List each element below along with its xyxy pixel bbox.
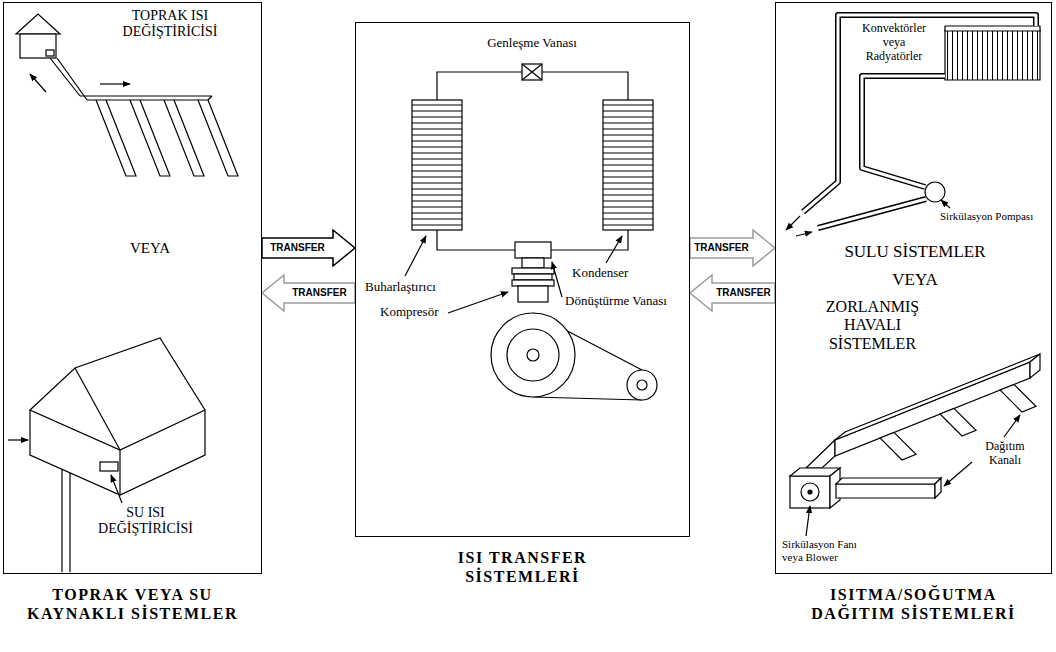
air-duct-drawing	[808, 490, 812, 494]
ground-loop-drawing	[96, 100, 136, 176]
hydronic-drawing	[862, 76, 945, 187]
ground-loop-drawing	[198, 100, 238, 176]
edge-label: TRANSFER	[268, 242, 326, 254]
heat-pump-drawing	[527, 349, 539, 361]
heat-pump-drawing	[637, 380, 647, 390]
transfer-arrow	[690, 275, 775, 311]
heat-pump-drawing	[522, 64, 542, 80]
panel-caption: ISITMA/SOĞUTMA DAĞITIM SİSTEMLERİ	[794, 585, 1034, 623]
heat-pump-drawing	[518, 286, 548, 302]
heat-pump-drawing	[512, 268, 554, 274]
air-duct-drawing	[790, 354, 1040, 536]
water-source-house-drawing	[8, 439, 28, 440]
hydronic-drawing	[803, 15, 1036, 212]
air-duct-drawing	[806, 506, 810, 536]
ground-loop-drawing	[80, 96, 212, 100]
water-source-house-drawing	[30, 410, 205, 495]
air-duct-drawing	[790, 476, 830, 508]
hydronic-drawing	[945, 26, 1040, 31]
hydronic-drawing	[803, 15, 1036, 212]
air-duct-drawing	[944, 462, 972, 486]
edge-label: TRANSFER	[714, 287, 772, 299]
heat-pump-drawing	[507, 329, 559, 381]
hydronic-drawing	[796, 232, 812, 236]
hydronic-drawing	[925, 182, 945, 202]
part-label: Dönüştürme Vanası	[565, 294, 685, 309]
air-duct-drawing	[801, 483, 819, 501]
water-source-house-drawing	[30, 338, 205, 450]
air-duct-drawing	[1030, 354, 1040, 378]
ground-loop-drawing	[46, 50, 54, 56]
water-source-house-drawing	[62, 469, 70, 572]
hydronic-drawing	[862, 76, 945, 187]
heat-pump-drawing	[405, 64, 657, 400]
heat-pump-drawing	[448, 292, 508, 313]
heat-pump-drawing	[412, 100, 462, 230]
heat-pump-drawing	[522, 258, 544, 268]
air-duct-drawing	[836, 484, 935, 498]
ground-loop-drawing	[130, 100, 170, 176]
heat-pump-drawing	[512, 280, 554, 286]
part-label: VEYA	[790, 270, 1040, 290]
part-label: Sirkülasyon Pompası	[940, 210, 1048, 223]
water-source-house-drawing	[75, 368, 120, 450]
water-source-house-drawing	[100, 462, 118, 471]
transfer-arrow	[690, 230, 775, 266]
hydronic-drawing	[786, 15, 1040, 236]
hydronic-drawing	[786, 216, 800, 230]
ground-loop-drawing	[30, 74, 46, 92]
hydronic-drawing	[818, 199, 926, 228]
ground-loop-drawing	[16, 14, 60, 34]
air-duct-drawing	[935, 478, 941, 498]
heat-pump-drawing	[491, 313, 575, 397]
part-label: Buharlaştırıcı	[365, 280, 460, 295]
heat-pump-drawing	[515, 242, 551, 258]
panel-caption: TOPRAK VEYA SU KAYNAKLI SİSTEMLER	[13, 585, 253, 623]
part-label: Dağıtım Kanalı	[975, 440, 1035, 468]
air-duct-drawing	[836, 478, 941, 484]
heat-pump-drawing	[627, 370, 657, 400]
air-duct-drawing	[1004, 415, 1020, 437]
hydronic-drawing	[818, 199, 926, 228]
ground-loop-drawing	[50, 58, 87, 100]
part-label: SU ISI DEĞİŞTİRİCİSİ	[88, 505, 203, 537]
hydronic-drawing	[941, 200, 950, 208]
panel-caption: ISI TRANSFER SİSTEMLERİ	[438, 548, 608, 586]
heat-pump-drawing	[603, 100, 653, 230]
part-label: SULU SİSTEMLER	[790, 242, 1040, 262]
air-duct-drawing	[806, 440, 835, 468]
air-duct-drawing	[835, 354, 1040, 440]
ground-loop-drawing	[164, 100, 204, 176]
air-duct-drawing	[940, 408, 976, 436]
transfer-arrow	[262, 230, 355, 266]
ground-loop-drawing	[20, 34, 56, 58]
part-label: Sirkülasyon Fanı veya Blower	[782, 538, 870, 563]
air-duct-drawing	[1000, 384, 1036, 412]
heat-pump-drawing	[552, 262, 562, 297]
edge-label: TRANSFER	[692, 242, 750, 254]
heat-pump-drawing	[522, 64, 542, 80]
heat-pump-drawing	[606, 236, 622, 263]
water-source-house-drawing	[111, 475, 122, 503]
part-label: VEYA	[110, 240, 190, 257]
water-source-house-drawing	[8, 338, 205, 572]
system-panel: TOPRAK VEYA SU KAYNAKLI SİSTEMLER	[3, 2, 262, 574]
hydronic-drawing	[945, 30, 1040, 80]
part-label: Kondenser	[572, 266, 652, 281]
part-label: ZORLANMIŞ HAVALI SİSTEMLER	[810, 298, 935, 353]
part-label: Kompresör	[380, 305, 446, 320]
part-label: Genleşme Vanası	[462, 36, 602, 51]
transfer-arrow	[262, 275, 355, 311]
part-label: TOPRAK ISI DEĞİŞTİRİCİSİ	[95, 8, 245, 40]
heat-pump-drawing	[514, 274, 552, 280]
edge-label: TRANSFER	[290, 287, 348, 299]
ground-loop-drawing	[100, 83, 130, 84]
part-label: Konvektörler veya Radyatörler	[856, 22, 932, 63]
heat-pump-drawing	[405, 236, 426, 276]
air-duct-drawing	[880, 432, 916, 460]
